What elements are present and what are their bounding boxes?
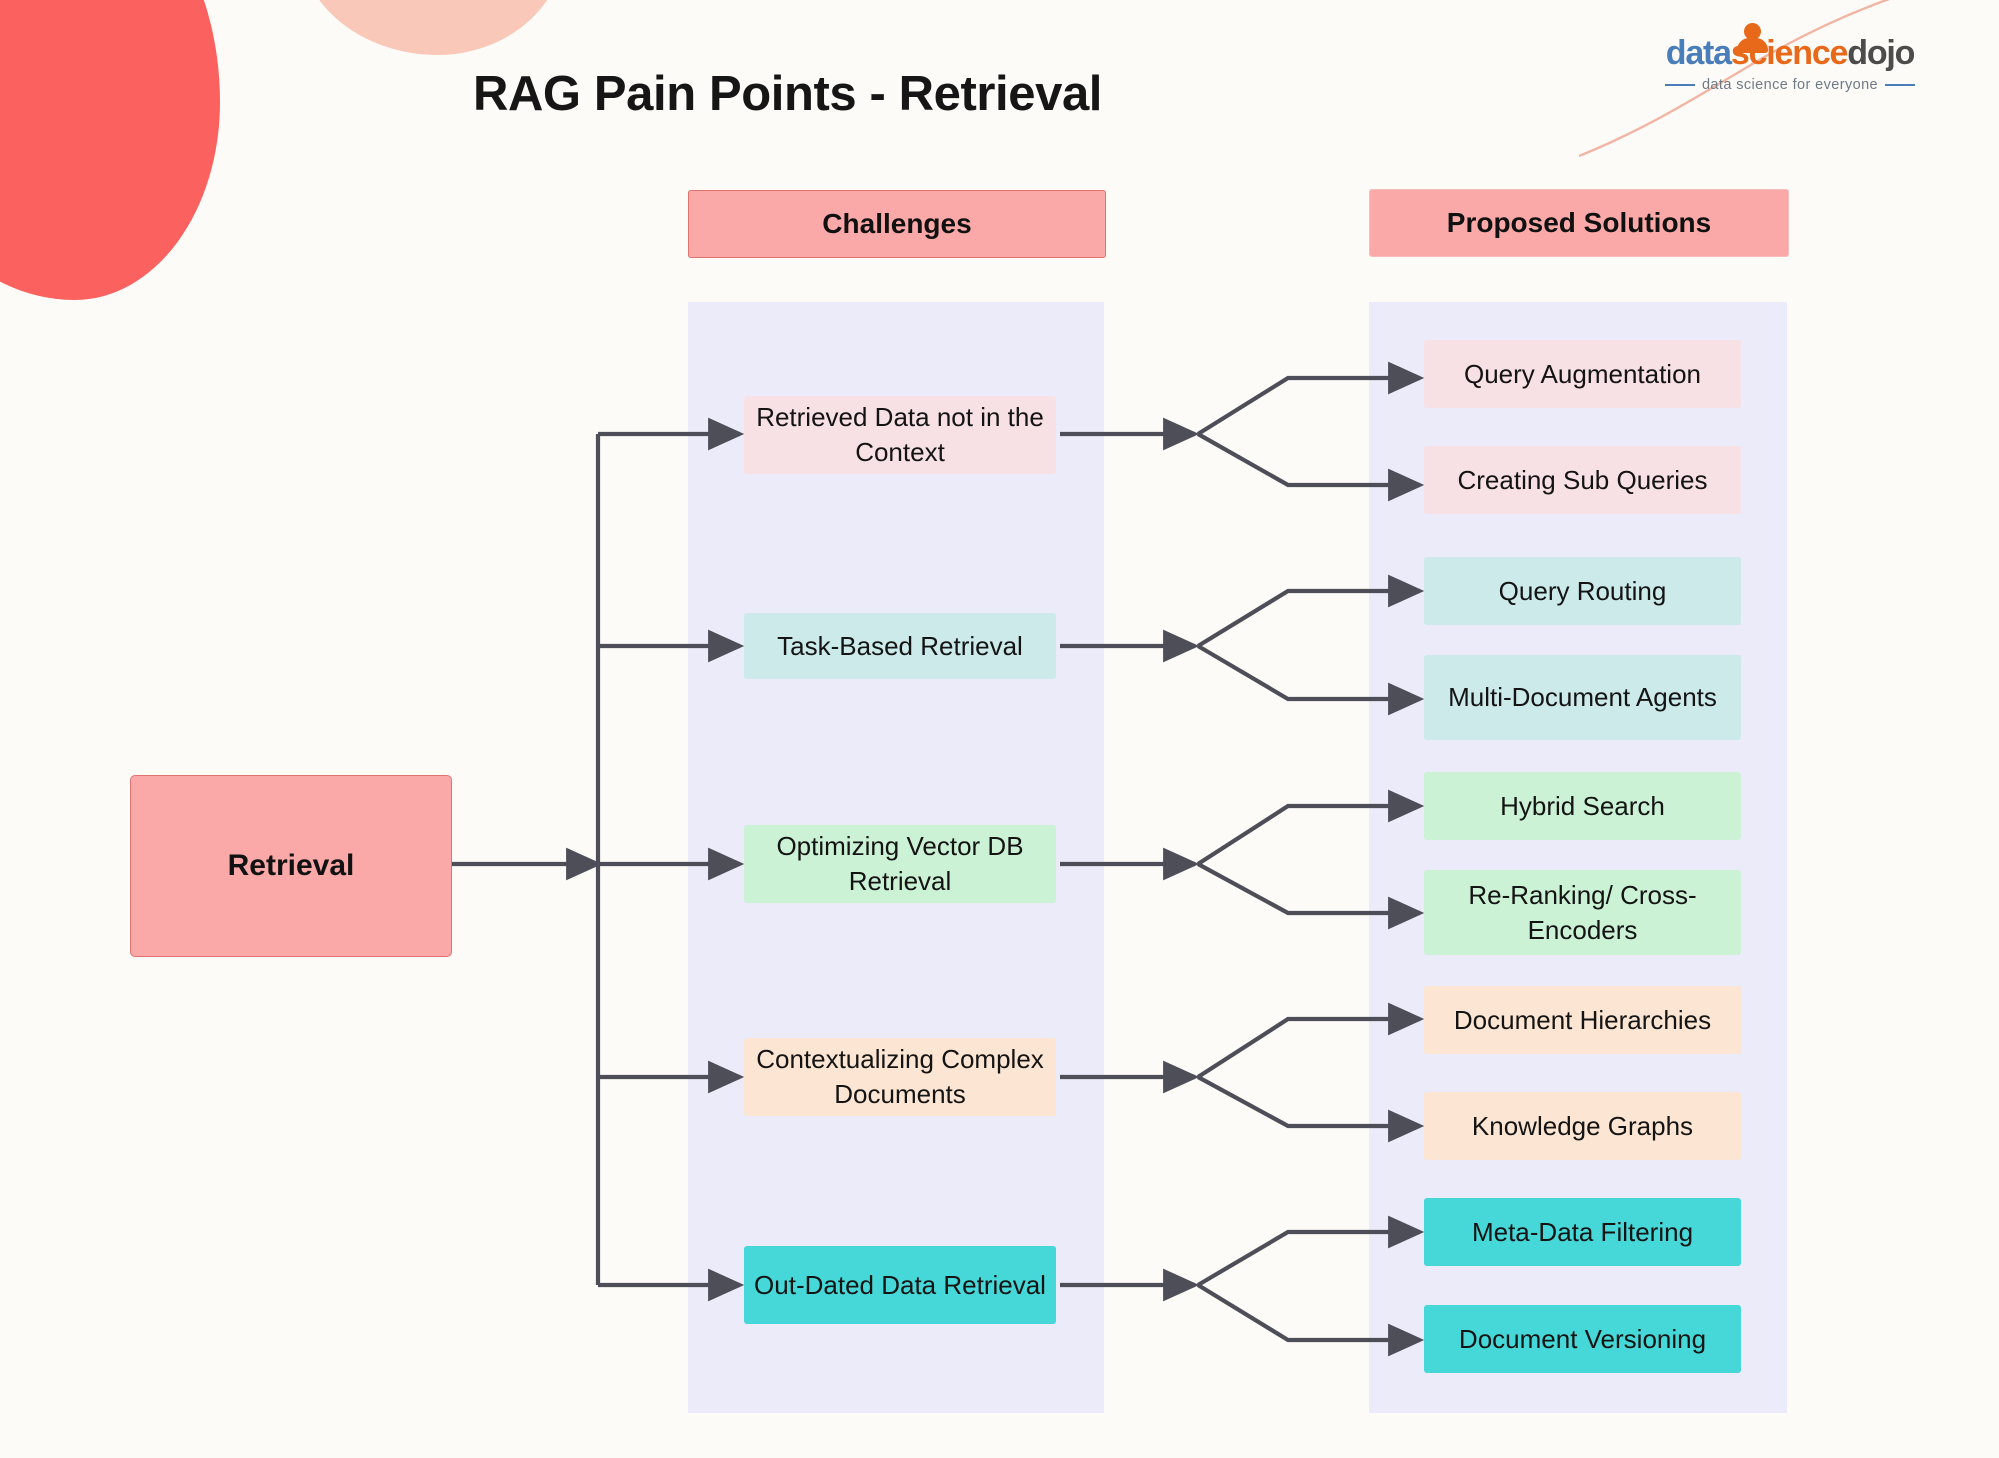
solution-node-3-label: Query Routing [1498, 575, 1667, 606]
solutions-column-header: Proposed Solutions [1369, 189, 1789, 257]
challenge-node-2-label: Task-Based Retrieval [777, 630, 1023, 661]
brand-logo: datasciencedojo data science for everyon… [1640, 23, 1940, 93]
solution-node-7-label: Document Hierarchies [1453, 1004, 1712, 1035]
solution-node-1[interactable]: Query Augmentation [1424, 340, 1741, 408]
root-node-retrieval[interactable]: Retrieval [130, 775, 452, 957]
challenge-node-5[interactable]: Out-Dated Data Retrieval [744, 1246, 1056, 1324]
decorative-salmon-blob [300, 0, 565, 55]
solution-node-4[interactable]: Multi-Document Agents [1424, 655, 1741, 740]
tagline-dash-left-icon [1664, 84, 1695, 87]
dojo-figure-body-icon [1737, 38, 1768, 53]
solution-node-2[interactable]: Creating Sub Queries [1424, 446, 1741, 514]
challenge-node-3-label: Optimizing Vector DB Retrieval [776, 831, 1024, 896]
tagline-dash-right-icon [1885, 84, 1916, 87]
logo-dojo-text: dojo [1847, 34, 1915, 72]
challenge-node-4[interactable]: Contextualizing Complex Documents [744, 1038, 1056, 1116]
solutions-header-label: Proposed Solutions [1446, 207, 1712, 238]
challenge-node-1-label: Retrieved Data not in the Context [756, 402, 1044, 467]
challenges-column-header: Challenges [688, 190, 1106, 258]
solution-node-8-label: Knowledge Graphs [1471, 1110, 1694, 1141]
solution-node-1-label: Query Augmentation [1463, 358, 1702, 389]
root-node-label: Retrieval [227, 849, 355, 882]
solution-node-7[interactable]: Document Hierarchies [1424, 986, 1741, 1054]
solution-node-8[interactable]: Knowledge Graphs [1424, 1092, 1741, 1160]
solution-node-9-label: Meta-Data Filtering [1471, 1216, 1694, 1247]
logo-data-text: data [1665, 34, 1732, 72]
solution-node-9[interactable]: Meta-Data Filtering [1424, 1198, 1741, 1266]
solution-node-5[interactable]: Hybrid Search [1424, 772, 1741, 840]
logo-wordmark: datasciencedojo [1640, 23, 1940, 72]
logo-tagline-text: data science for everyone [1701, 77, 1879, 93]
page-title-text: RAG Pain Points - Retrieval [472, 67, 1103, 121]
challenge-node-1[interactable]: Retrieved Data not in the Context [744, 396, 1056, 474]
solution-node-5-label: Hybrid Search [1500, 790, 1665, 821]
challenge-node-3[interactable]: Optimizing Vector DB Retrieval [744, 825, 1056, 903]
challenge-node-4-label: Contextualizing Complex Documents [756, 1044, 1044, 1109]
solution-node-10[interactable]: Document Versioning [1424, 1305, 1741, 1373]
decorative-coral-blob [0, 0, 220, 300]
solution-node-3[interactable]: Query Routing [1424, 557, 1741, 625]
solution-node-6-label: Re-Ranking/ Cross-Encoders [1468, 879, 1697, 945]
challenge-node-5-label: Out-Dated Data Retrieval [754, 1269, 1046, 1300]
solution-node-10-label: Document Versioning [1458, 1323, 1707, 1354]
decorative-swoosh-line [1579, 0, 1891, 158]
solution-node-4-label: Multi-Document Agents [1448, 682, 1717, 713]
logo-tagline: data science for everyone [1640, 77, 1940, 93]
challenges-header-label: Challenges [822, 208, 972, 239]
solution-node-2-label: Creating Sub Queries [1457, 464, 1708, 495]
dojo-figure-head-icon [1744, 23, 1761, 40]
page-title: RAG Pain Points - Retrieval [0, 66, 1999, 122]
challenge-node-2[interactable]: Task-Based Retrieval [744, 613, 1056, 679]
solution-node-6[interactable]: Re-Ranking/ Cross-Encoders [1424, 870, 1741, 955]
